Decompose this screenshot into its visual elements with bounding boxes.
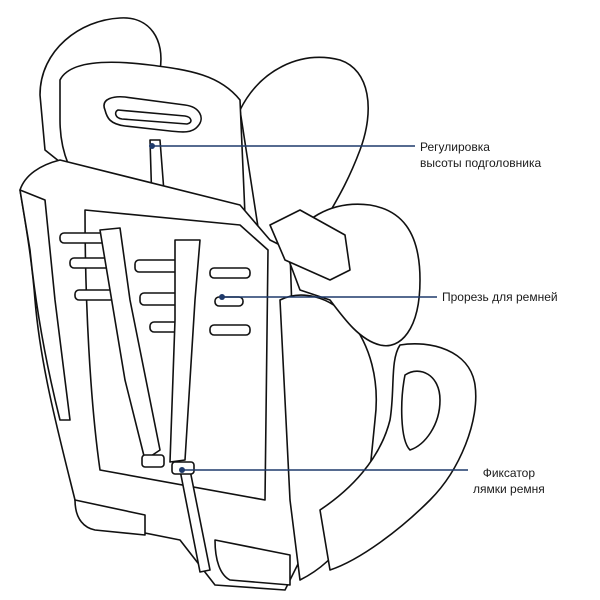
base-left [74,499,146,536]
leader-slot-dot [219,294,225,300]
callout-headrest-adjust: Регулировка высоты подголовника [420,139,541,171]
callout-lock-line2: лямки ремня [473,482,545,496]
callout-leaders [149,143,468,473]
leader-lock-dot [179,467,185,473]
belt-slot-7 [214,296,244,307]
base-right [214,539,291,586]
callout-headrest-line1: Регулировка [420,140,490,154]
callout-lock-line1: Фиксатор [482,466,536,480]
callout-headrest-line2: высоты подголовника [420,156,542,170]
strap-right [169,239,201,463]
belt-slot-3 [134,259,181,273]
belt-slot-5 [74,289,116,301]
callout-belt-slot: Прорезь для ремней [442,289,558,305]
belt-slot-1 [59,232,106,244]
side-bracket [269,209,351,281]
callout-strap-lock: Фиксатор лямки ремня [473,465,545,497]
side-cushion-inner [400,370,441,451]
belt-slot-2 [69,257,111,269]
car-seat-illustration [19,17,477,591]
side-cushion [319,343,477,571]
leader-headrest-dot [149,143,155,149]
strap-left [99,227,161,461]
callout-slot-line1: Прорезь для ремней [442,290,558,304]
belt-slot-9 [209,324,251,336]
belt-slot-4 [209,267,251,279]
strap-lock-left [141,454,165,468]
left-side-flap [19,189,71,421]
headrest-handle-inner [114,109,192,125]
